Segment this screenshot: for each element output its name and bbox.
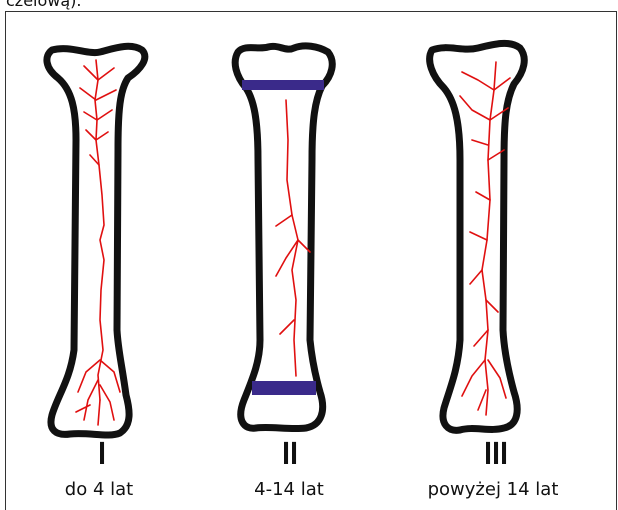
bone-ii-vessels [276,100,310,376]
bone-iii-outline [430,43,525,430]
bone-ii-distal-growth-plate [252,381,316,395]
age-label-iii: powyżej 14 lat [393,479,593,500]
numeral-i: I [80,437,123,472]
numeral-ii: II [268,437,311,472]
age-label-i: do 4 lat [0,479,199,500]
bone-i [47,46,145,435]
bone-iii [430,43,525,430]
bone-ii [235,46,332,429]
bone-ii-outline [235,46,332,429]
bone-ii-proximal-growth-plate [242,80,324,90]
bone-i-vessels [76,60,120,425]
age-label-ii: 4-14 lat [189,479,389,500]
numeral-iii: III [474,437,517,472]
